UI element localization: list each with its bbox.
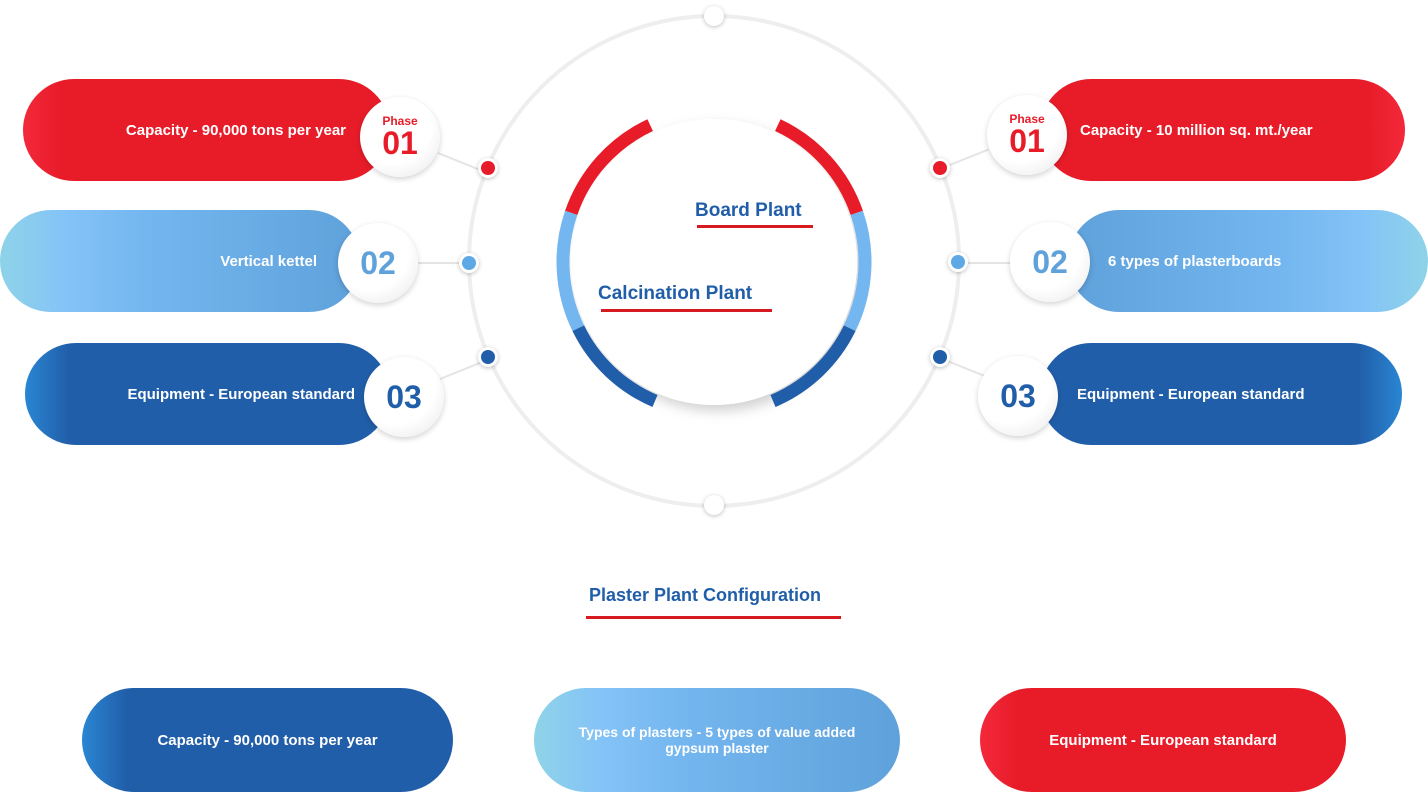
phase-number: 03 <box>386 379 422 415</box>
arc-segment-dark-blue <box>770 325 856 407</box>
connector-line <box>962 262 1012 264</box>
board-plant-title: Board Plant <box>695 200 802 221</box>
phase-label: Phase <box>382 114 418 128</box>
pill-text: 6 types of plasterboards <box>1108 252 1282 270</box>
phase-label: Phase <box>1009 112 1045 126</box>
number-badge: 02 <box>1010 222 1090 302</box>
pill-text: Capacity - 10 million sq. mt./year <box>1080 121 1313 139</box>
arc-segment-dark-blue <box>572 325 658 407</box>
phase-number: 01 <box>1009 123 1045 159</box>
dot-light-blue <box>459 253 479 273</box>
plaster-capacity-pill: Capacity - 90,000 tons per year <box>82 688 453 792</box>
arc-segment-light-blue <box>556 210 585 332</box>
dot-red <box>478 158 498 178</box>
calcination-plant-title: Calcination Plant <box>598 283 753 304</box>
dot-light-blue <box>948 252 968 272</box>
ring-dot-bottom <box>704 495 724 515</box>
phase-number: 02 <box>1032 244 1068 280</box>
pill-text: Capacity - 90,000 tons per year <box>125 121 346 139</box>
plaster-equipment-pill: Equipment - European standard <box>980 688 1346 792</box>
calcination-phase-01-pill: Capacity - 90,000 tons per year <box>23 79 390 181</box>
pill-text: Equipment - European standard <box>1077 385 1305 403</box>
title-underline <box>697 225 813 228</box>
center-disk <box>571 119 857 405</box>
phase-number: 02 <box>360 245 396 281</box>
title-underline <box>601 309 772 312</box>
pill-text: Vertical kettel <box>220 252 317 270</box>
dot-dark-blue <box>930 347 950 367</box>
plaster-title: Plaster Plant Configuration <box>589 585 822 605</box>
pill-text: Capacity - 90,000 tons per year <box>157 731 378 749</box>
connector-line <box>416 262 466 264</box>
dot-red <box>930 158 950 178</box>
plaster-types-pill: Types of plasters - 5 types of value add… <box>534 688 900 792</box>
arc-segment-red <box>565 119 654 216</box>
number-badge: 02 <box>338 223 418 303</box>
dot-dark-blue <box>478 347 498 367</box>
phase-number: 03 <box>1000 378 1036 414</box>
center-arcs <box>556 119 872 407</box>
arc-segment-red <box>774 119 863 216</box>
phase-number: 01 <box>382 125 418 161</box>
title-underline <box>586 616 841 619</box>
number-badge: 03 <box>978 356 1058 436</box>
pill-text: Equipment - European standard <box>127 385 355 403</box>
ring-dot-top <box>704 6 724 26</box>
board-02-pill: 6 types of plasterboards <box>1068 210 1428 312</box>
board-phase-01-pill: Capacity - 10 million sq. mt./year <box>1040 79 1405 181</box>
arc-segment-light-blue <box>843 210 872 332</box>
calcination-02-pill: Vertical kettel <box>0 210 360 312</box>
pill-text: Equipment - European standard <box>1049 731 1277 749</box>
board-03-pill: Equipment - European standard <box>1040 343 1402 445</box>
number-badge: 03 <box>364 357 444 437</box>
calcination-03-pill: Equipment - European standard <box>25 343 390 445</box>
pill-text: Types of plasters - 5 types of value add… <box>578 724 856 756</box>
